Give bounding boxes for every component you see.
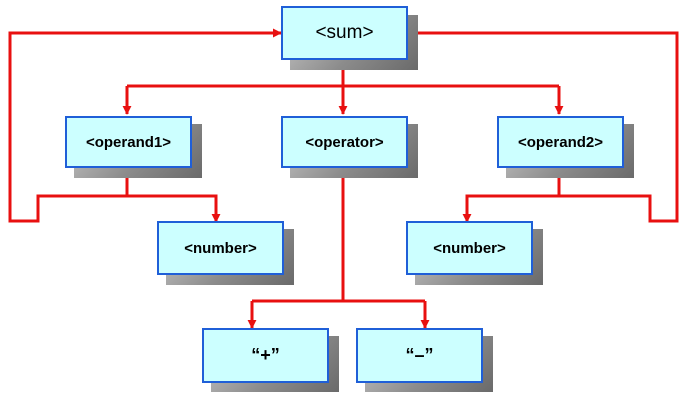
plus-node-label: “+”	[251, 345, 280, 365]
operand1-node: <operand1>	[65, 116, 192, 168]
operand1-node-label: <operand1>	[85, 133, 172, 151]
sum-node: <sum>	[281, 6, 408, 60]
operator-node-label: <operator>	[305, 133, 384, 151]
number-left-node-label: <number>	[184, 239, 257, 257]
minus-node: “–”	[356, 328, 483, 383]
plus-node: “+”	[202, 328, 329, 383]
edge-operand1-loop-to-sum	[8, 28, 282, 223]
edge-operand1-to-number	[125, 168, 221, 223]
sum-node-label: <sum>	[315, 22, 374, 43]
number-right-node: <number>	[406, 221, 533, 275]
edge-operand2-loop-to-sum	[407, 28, 679, 223]
operator-node: <operator>	[281, 116, 408, 168]
operand2-node-label: <operand2>	[517, 133, 604, 151]
number-right-node-label: <number>	[433, 239, 506, 257]
operand2-node: <operand2>	[497, 116, 624, 168]
minus-node-label: “–”	[405, 345, 434, 365]
edge-operand2-to-number	[462, 168, 561, 223]
number-left-node: <number>	[157, 221, 284, 275]
